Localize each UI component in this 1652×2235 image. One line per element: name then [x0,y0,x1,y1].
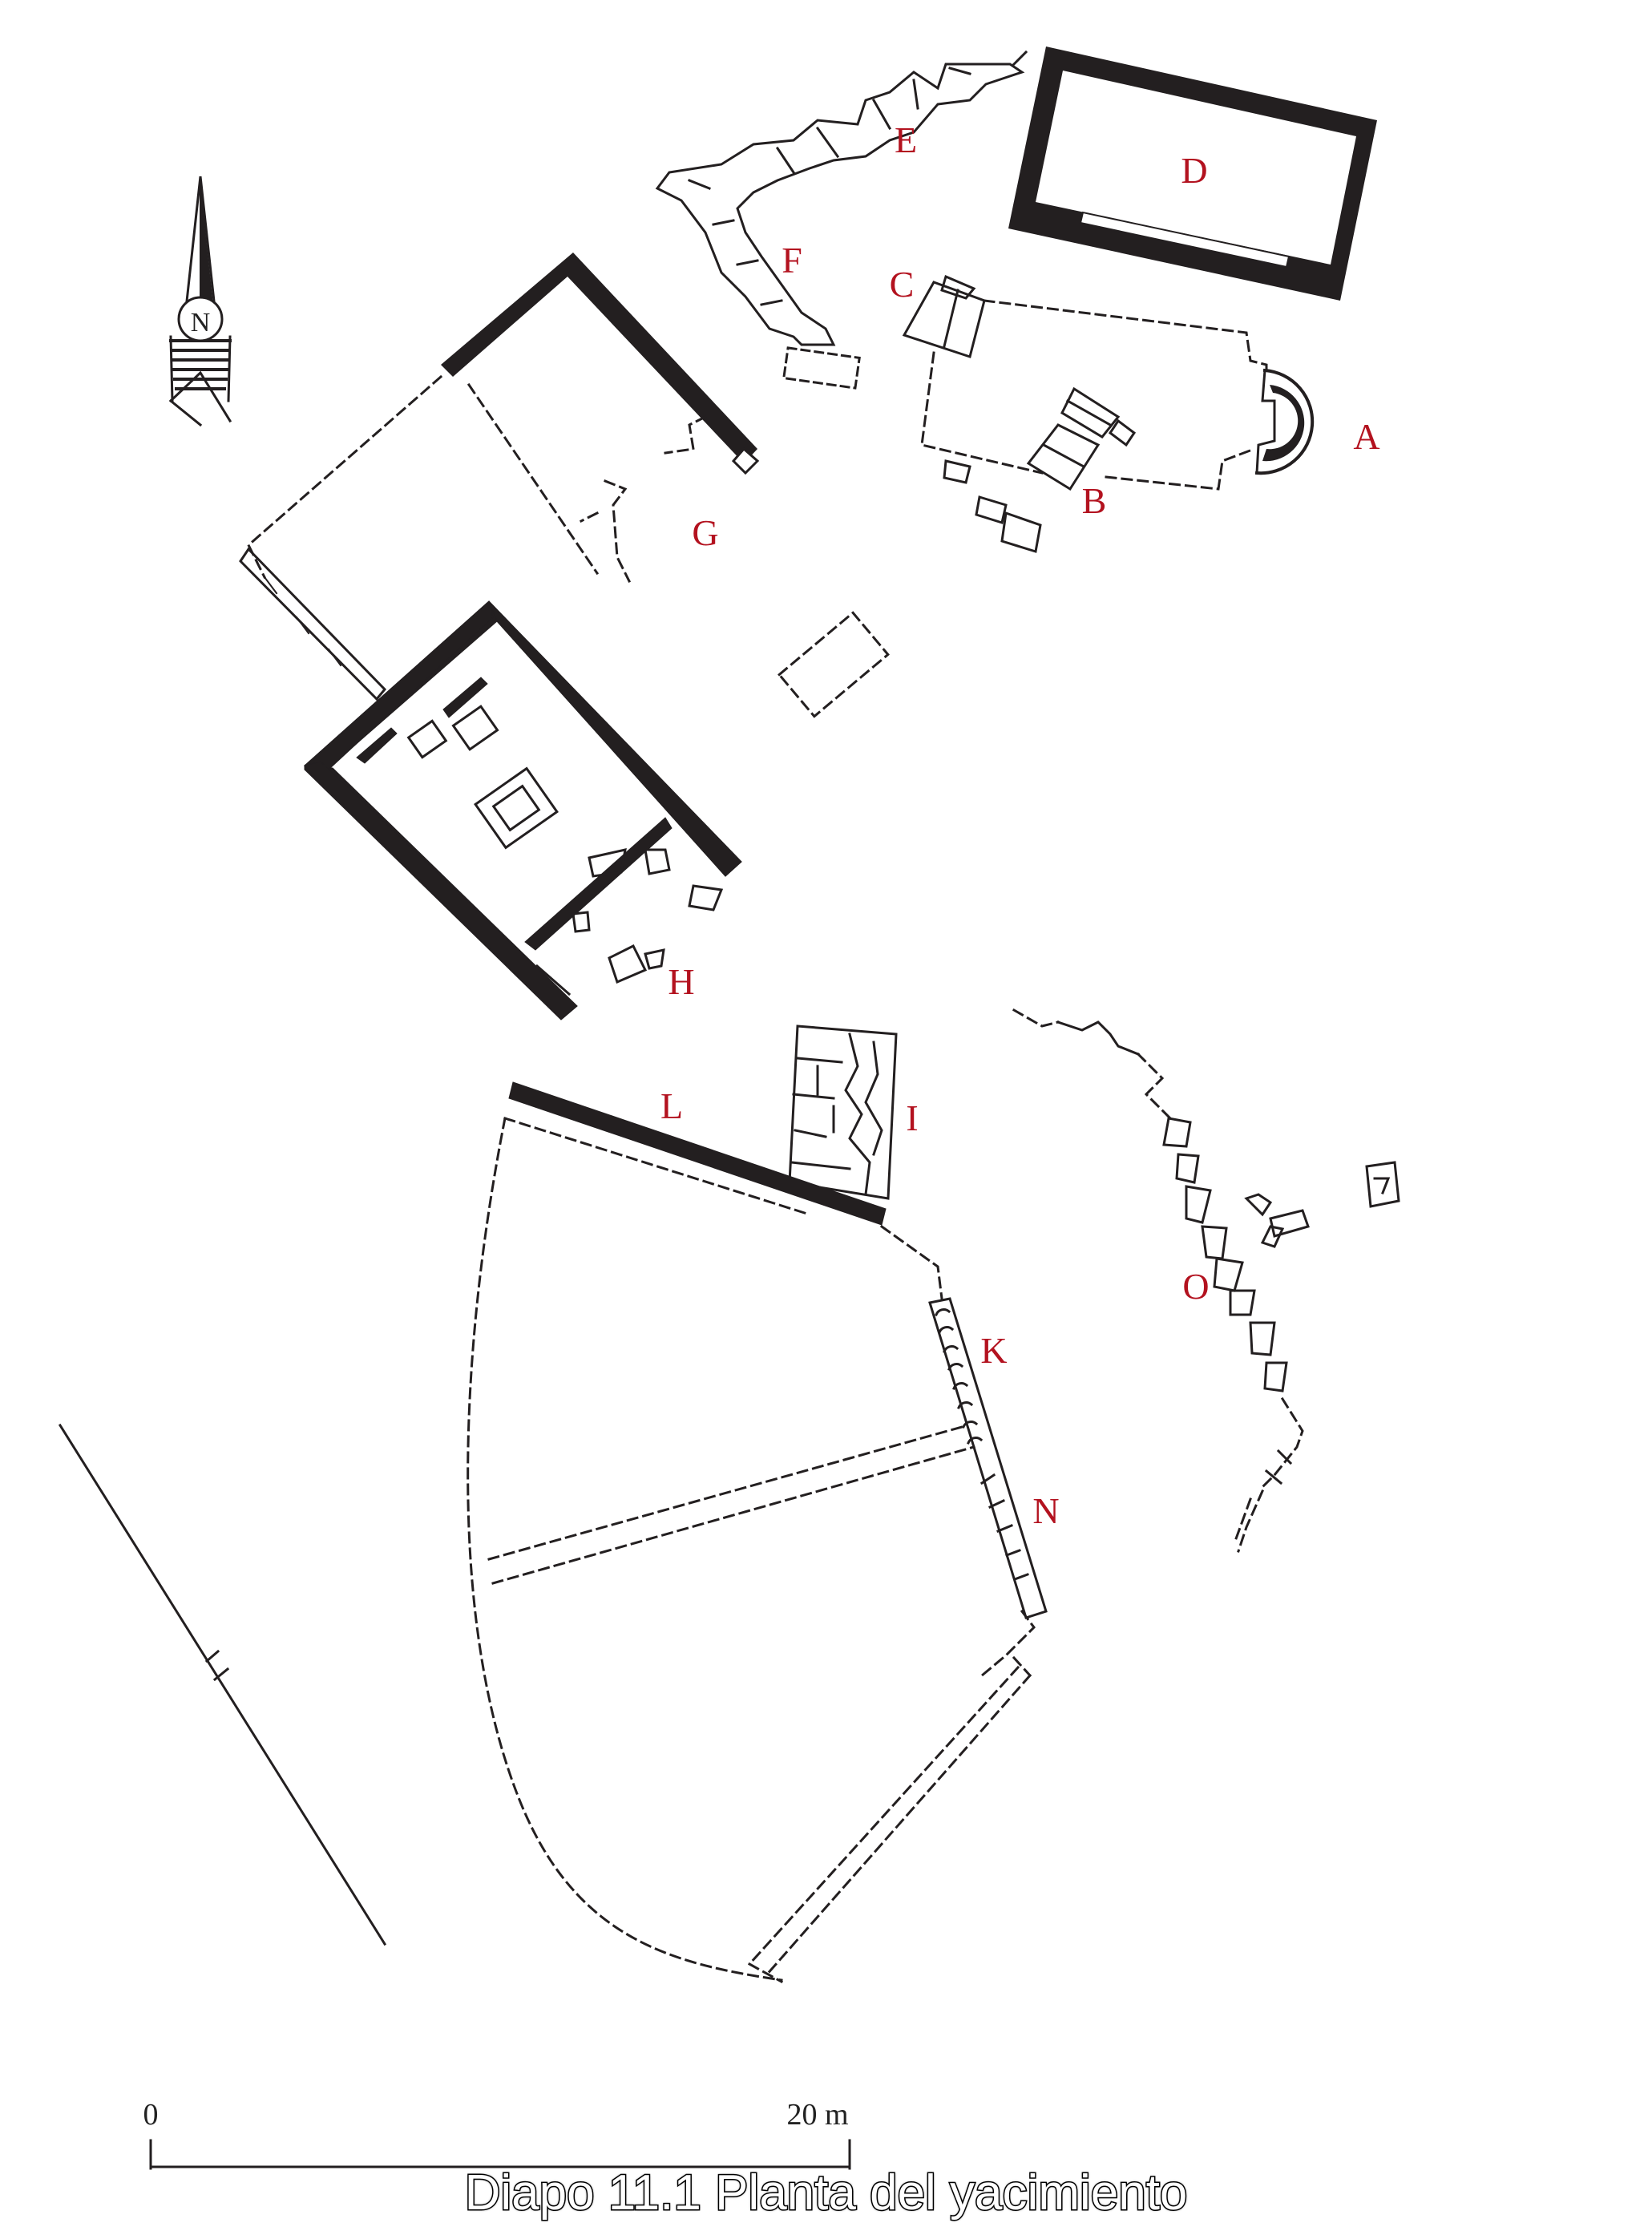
reference-line [58,1423,387,1946]
theatre-outline [467,1117,1036,1984]
label-b: B [1082,480,1107,521]
wall-o [1012,1008,1400,1553]
structure-c [902,274,986,358]
scale-start-label: 0 [143,2098,159,2132]
label-k: K [980,1330,1007,1371]
label-n: N [1032,1490,1059,1531]
north-arrow-icon [168,176,232,427]
label-h: H [668,961,694,1002]
enclosure-a-b [920,299,1268,491]
label-l: L [660,1085,683,1126]
building-h [303,600,742,1021]
label-a: A [1353,416,1379,457]
building-d [1008,46,1377,301]
building-g [239,253,890,718]
label-o: O [1182,1266,1209,1307]
label-f: F [782,240,802,281]
apse-a [1254,368,1315,475]
structure-i [788,1025,898,1200]
scale-end-label: 20 m [786,2098,848,2132]
wall-e-f [655,50,1028,390]
label-g: G [692,512,718,553]
label-i: I [906,1097,918,1138]
caption: Diapo 11.1 Planta del yacimiento [463,2164,1189,2222]
plan-labels: N D E F C A B G H L I O K N 0 20 m [143,119,1380,2132]
structure-b [943,386,1137,553]
wall-l [508,1081,887,1226]
scale-bar [149,2139,851,2170]
label-d: D [1181,150,1207,191]
seating-k-n [928,1297,1048,1619]
label-e: E [895,119,917,160]
north-letter: N [191,308,211,337]
label-c: C [890,264,915,305]
